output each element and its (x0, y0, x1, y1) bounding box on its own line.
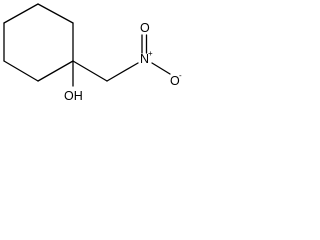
ring-bond (37, 3, 74, 24)
nitrogen-charge: + (148, 49, 153, 58)
ring-bond (37, 60, 74, 82)
cyclohexane-ring (3, 3, 74, 82)
oxygen-single-label: O (170, 74, 180, 88)
n-o-single-bond (151, 62, 171, 75)
oxygen-charge: - (179, 71, 182, 80)
ring-bond (3, 60, 39, 82)
nitrogen-label: N (140, 52, 149, 66)
ring-bond (3, 3, 39, 24)
ch2-n-bond (106, 62, 139, 82)
hydroxyl-label: OH (64, 89, 83, 103)
oxygen-double-label: O (140, 21, 150, 35)
n-o-double-bond (141, 34, 148, 54)
chemical-structure: OH N + O O - (3, 3, 182, 103)
c-ch2-bond (72, 60, 108, 82)
